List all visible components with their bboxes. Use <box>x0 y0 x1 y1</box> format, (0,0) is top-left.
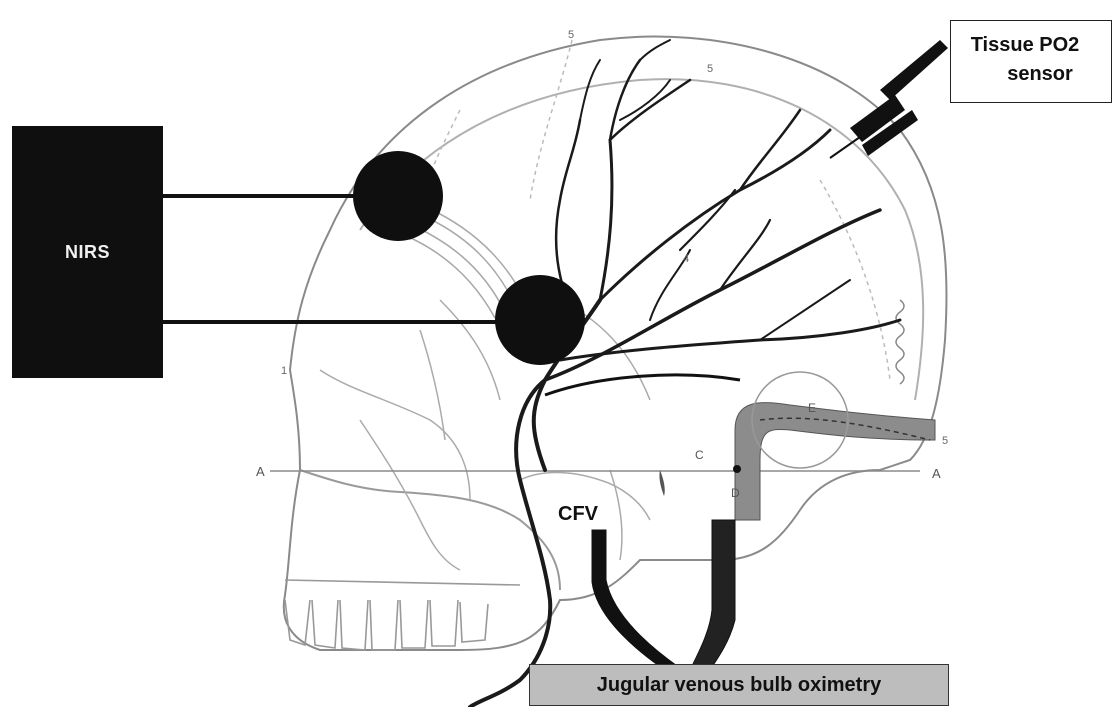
label-5-top: 5 <box>568 29 574 41</box>
cfv-label: CFV <box>558 503 598 526</box>
label-d: D <box>731 486 740 500</box>
point-d-marker <box>733 465 741 473</box>
label-4: 4 <box>683 253 689 265</box>
tissue-po2-probe <box>830 40 948 158</box>
tissue-po2-label-box: Tissue PO2 sensor <box>950 20 1112 103</box>
jugular-vein <box>690 520 735 670</box>
nirs-device: NIRS <box>12 126 163 378</box>
label-5-upper: 5 <box>707 63 713 75</box>
label-c: C <box>695 448 704 462</box>
label-a-left: A <box>256 464 265 479</box>
label-e: E <box>808 401 816 415</box>
cortical-veins <box>470 40 900 707</box>
teeth <box>285 580 520 650</box>
label-5-right: 5 <box>942 435 948 447</box>
tissue-po2-line2: sensor <box>951 60 1111 89</box>
skull-inner <box>360 79 923 400</box>
spot-c <box>659 470 664 496</box>
nirs-optode-upper <box>353 151 443 241</box>
label-1: 1 <box>281 365 287 377</box>
lambdoid-suture <box>896 300 904 384</box>
tissue-po2-line1: Tissue PO2 <box>951 31 1111 60</box>
common-facial-vein <box>592 530 680 668</box>
jugular-bulb-label-box: Jugular venous bulb oximetry <box>529 664 949 706</box>
nirs-optode-lower <box>495 275 585 365</box>
vein-of-labbe <box>545 375 740 395</box>
label-a-right: A <box>932 466 941 481</box>
jugular-bulb-label: Jugular venous bulb oximetry <box>597 674 882 697</box>
skull-outline <box>284 37 947 650</box>
nirs-label: NIRS <box>65 242 110 263</box>
